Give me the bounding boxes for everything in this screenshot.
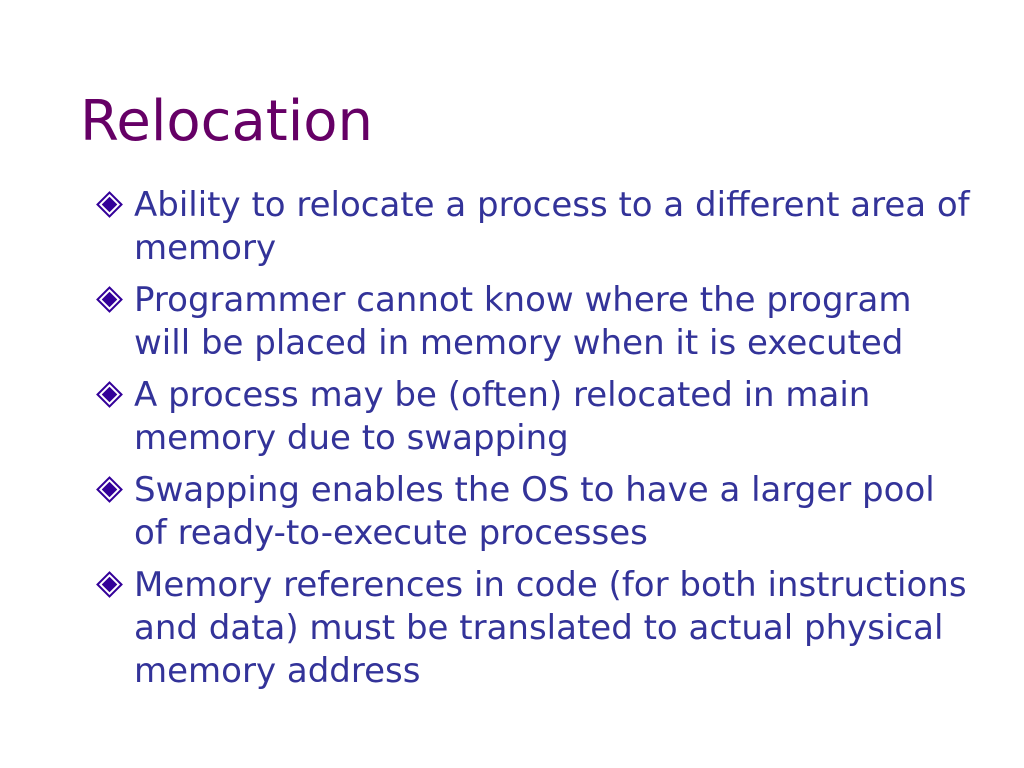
bullet-text: Memory references in code (for both inst… <box>134 565 967 691</box>
diamond-bullet-icon <box>96 571 123 598</box>
diamond-bullet-icon <box>96 476 123 503</box>
diamond-bullet-icon <box>96 286 123 313</box>
bullet-item: Programmer cannot know where the program… <box>96 279 978 365</box>
diamond-bullet-icon <box>96 191 123 218</box>
bullet-item: A process may be (often) relocated in ma… <box>96 374 978 460</box>
bullet-text: Swapping enables the OS to have a larger… <box>134 470 935 553</box>
bullet-text: Ability to relocate a process to a diffe… <box>134 185 970 268</box>
slide-title: Relocation <box>80 89 374 154</box>
bullet-item: Memory references in code (for both inst… <box>96 564 978 693</box>
bullet-item: Swapping enables the OS to have a larger… <box>96 469 978 555</box>
bullet-item: Ability to relocate a process to a diffe… <box>96 184 978 270</box>
diamond-bullet-icon <box>96 381 123 408</box>
bullet-list: Ability to relocate a process to a diffe… <box>96 184 978 702</box>
bullet-text: A process may be (often) relocated in ma… <box>134 375 871 458</box>
bullet-text: Programmer cannot know where the program… <box>134 280 912 363</box>
